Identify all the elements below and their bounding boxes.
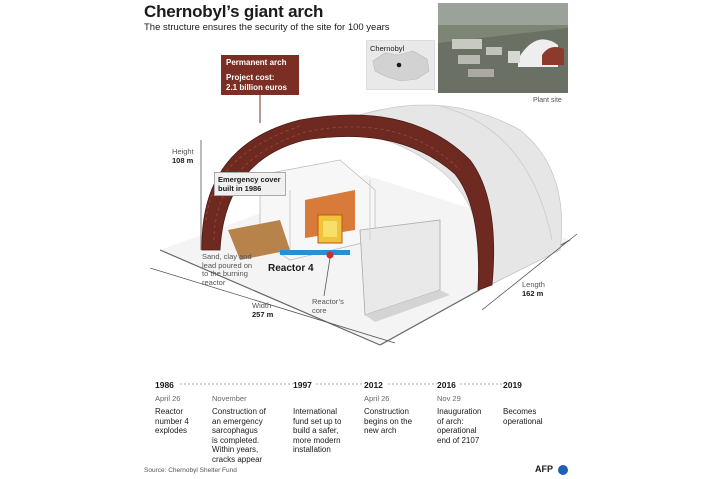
project-cost-label: Project cost: xyxy=(226,73,275,82)
core-note: Reactor’s core xyxy=(312,297,344,315)
page-subtitle: The structure ensures the security of th… xyxy=(144,22,390,33)
timeline-event-line: build a safer, xyxy=(293,426,339,436)
arch-truss xyxy=(201,114,495,291)
sand-note: Sand, clay and lead poured on to the bur… xyxy=(202,252,253,287)
sand-note-line: to the burning xyxy=(202,269,248,278)
height-value: 108 m xyxy=(172,156,194,165)
width-dimension-line xyxy=(150,268,396,344)
plant-site-photo xyxy=(438,3,568,93)
timeline-event-line: an emergency xyxy=(212,416,263,426)
permanent-arch-callout: Permanent arch Project cost: 2.1 billion… xyxy=(221,55,299,95)
project-cost-value: 2.1 billion euros xyxy=(226,83,287,92)
emergency-cover-line2: built in 1986 xyxy=(218,184,262,193)
timeline-event-line: installation xyxy=(293,445,331,455)
length-dimension-line xyxy=(482,233,578,311)
timeline-event-line: cracks appear xyxy=(212,454,263,464)
timeline-date: April 26 xyxy=(364,394,390,403)
permanent-arch-label: Permanent arch xyxy=(226,58,287,67)
afp-logo: AFP xyxy=(535,464,553,474)
sand-note-line: reactor xyxy=(202,277,226,287)
core-note-line: core xyxy=(312,305,327,315)
timeline-date: April 26 xyxy=(155,394,181,403)
timeline-event-line: Reactor xyxy=(155,407,184,416)
sand-note-line: Sand, clay and xyxy=(202,252,252,261)
photo-caption: Plant site xyxy=(533,97,562,104)
timeline-date: Nov 29 xyxy=(437,394,461,403)
timeline-event: Inauguration of arch: operational end of… xyxy=(437,407,481,445)
core-note-line: Reactor’s xyxy=(312,297,344,306)
width-value: 257 m xyxy=(252,310,274,319)
width-dimension: Width 257 m xyxy=(252,301,273,319)
timeline-event-line: is completed. xyxy=(212,435,260,445)
timeline-year: 2012 xyxy=(364,380,387,390)
afp-logo-dot-icon xyxy=(558,465,568,475)
map-label: Chernobyl xyxy=(370,44,405,53)
timeline-event-line: Within years, xyxy=(212,445,259,455)
location-map xyxy=(366,40,435,90)
timeline-event-line: Construction xyxy=(364,407,409,416)
timeline-event-line: Inauguration xyxy=(437,407,482,416)
width-label: Width xyxy=(252,301,272,310)
timeline-date: November xyxy=(212,394,247,403)
height-label: Height xyxy=(172,147,194,156)
length-label: Length xyxy=(522,280,545,289)
timeline-event-line: Construction of xyxy=(212,407,266,416)
height-dimension: Height 108 m xyxy=(172,147,194,165)
ukraine-map-icon xyxy=(372,50,430,82)
reactor-label: Reactor 4 xyxy=(268,263,314,274)
timeline-event-line: operational xyxy=(503,416,543,426)
timeline-event-line: new arch xyxy=(364,426,397,436)
timeline-event: Construction of an emergency sarcophagus… xyxy=(212,407,266,465)
arch-illustration xyxy=(159,104,571,346)
emergency-cover-line1: Emergency cover xyxy=(218,175,281,184)
page-title: Chernobyl’s giant arch xyxy=(144,2,324,21)
timeline-event-line: operational xyxy=(437,426,477,436)
timeline-year: 2016 xyxy=(437,380,460,390)
length-value: 162 m xyxy=(522,289,544,298)
timeline-event-line: International xyxy=(293,407,338,416)
timeline-event-line: more modern xyxy=(293,435,341,445)
timeline-year: 2019 xyxy=(503,380,526,390)
source-note: Source: Chernobyl Shelter Fund xyxy=(144,467,237,474)
timeline-event-line: number 4 xyxy=(155,416,189,426)
timeline-event-line: explodes xyxy=(155,426,188,436)
timeline-event: International fund set up to build a saf… xyxy=(293,407,341,455)
timeline-event-line: end of 2107 xyxy=(437,435,480,445)
core-pointer xyxy=(323,258,331,297)
timeline-year: 1997 xyxy=(293,380,316,390)
length-dimension: Length 162 m xyxy=(522,280,545,298)
timeline-event-line: Becomes xyxy=(503,407,537,416)
callout-pointer xyxy=(259,95,261,123)
timeline-event: Construction begins on the new arch xyxy=(364,407,412,436)
timeline-event-line: sarcophagus xyxy=(212,426,258,436)
timeline-year: 1986 xyxy=(155,380,178,390)
timeline-event: Becomes operational xyxy=(503,407,543,426)
height-dimension-line xyxy=(200,140,202,250)
emergency-cover-callout: Emergency cover built in 1986 xyxy=(214,172,286,196)
sand-note-line: lead poured on xyxy=(202,260,253,270)
timeline-event-line: begins on the xyxy=(364,416,413,426)
timeline-event-line: of arch: xyxy=(437,416,464,426)
timeline-event: Reactor number 4 explodes xyxy=(155,407,189,436)
timeline-event-line: fund set up to xyxy=(293,416,342,426)
